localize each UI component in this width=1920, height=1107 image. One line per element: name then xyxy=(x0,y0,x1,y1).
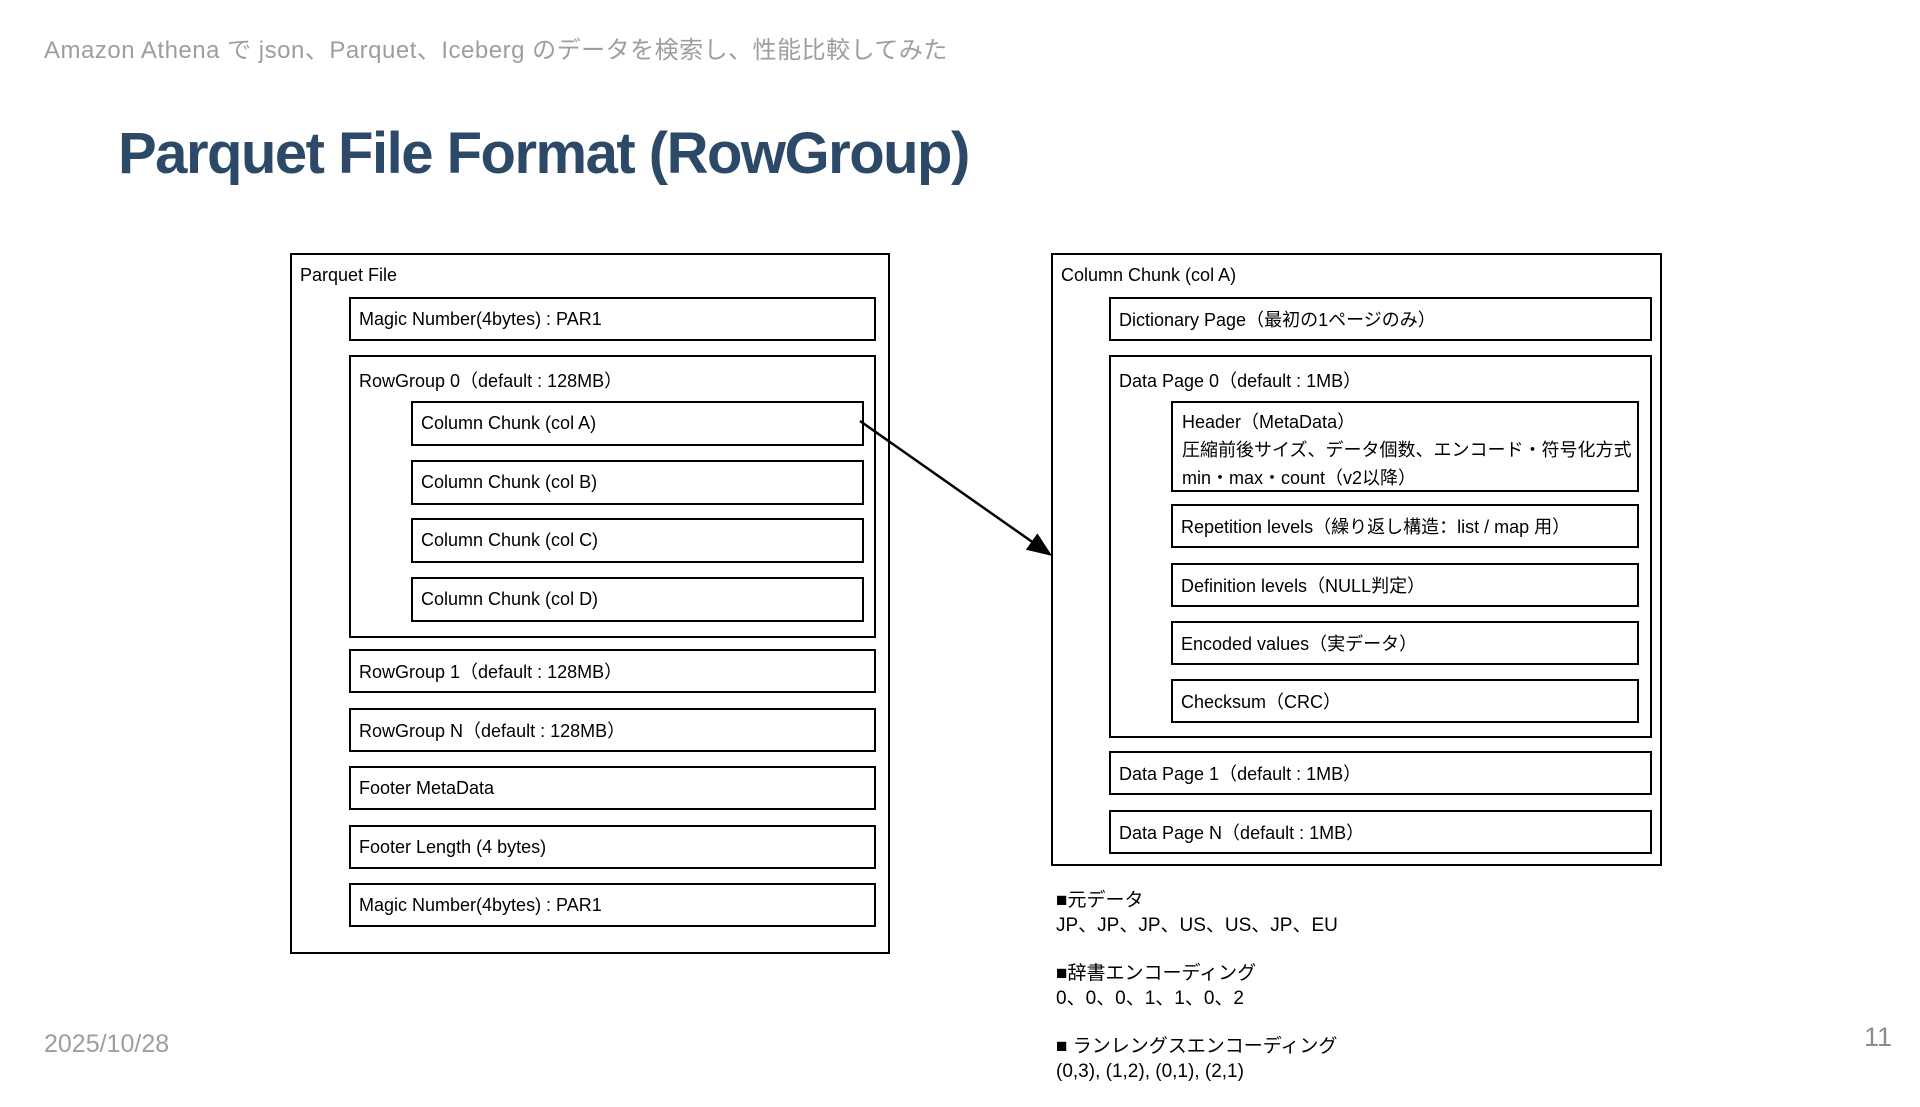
note-source-data-value: JP、JP、JP、US、US、JP、EU xyxy=(1056,915,1338,937)
dictionary-page-box: Dictionary Page（最初の1ページのみ） xyxy=(1109,297,1652,341)
parquet-file-box: Parquet File Magic Number(4bytes) : PAR1… xyxy=(290,253,890,954)
note-run-length-encoding-heading: ■ ランレングスエンコーディング xyxy=(1056,1036,1338,1058)
data-page-n-box: Data Page N（default : 1MB） xyxy=(1109,810,1652,854)
rowgroup-0-label: RowGroup 0（default : 128MB） xyxy=(359,371,623,391)
encoded-values-box: Encoded values（実データ） xyxy=(1171,621,1639,665)
parquet-file-label: Parquet File xyxy=(300,265,398,285)
slide-date: 2025/10/28 xyxy=(44,1030,170,1058)
rowgroup-0-box: RowGroup 0（default : 128MB） Column Chunk… xyxy=(349,355,876,638)
column-chunk-detail-label: Column Chunk (col A) xyxy=(1061,265,1237,285)
column-chunk-a-box: Column Chunk (col A) xyxy=(411,401,864,446)
repetition-levels-box: Repetition levels（繰り返し構造：list / map 用） xyxy=(1171,504,1639,548)
column-chunk-b-box: Column Chunk (col B) xyxy=(411,460,864,505)
page-header-line-2: 圧縮前後サイズ、データ個数、エンコード・符号化方式 xyxy=(1182,439,1632,460)
note-source-data: ■元データ JP、JP、JP、US、US、JP、EU xyxy=(1056,888,1338,938)
column-chunk-c-box: Column Chunk (col C) xyxy=(411,518,864,563)
footer-metadata-box: Footer MetaData xyxy=(349,766,876,810)
column-chunk-detail-box: Column Chunk (col A) Dictionary Page（最初の… xyxy=(1051,253,1662,866)
arrow-column-chunk-to-detail xyxy=(859,419,1053,556)
note-dictionary-encoding-value: 0、0、0、1、1、0、2 xyxy=(1056,988,1244,1010)
rowgroup-n-box: RowGroup N（default : 128MB） xyxy=(349,708,876,752)
page-title: Parquet File Format (RowGroup) xyxy=(118,121,970,186)
page-header-line-1: Header（MetaData） xyxy=(1182,412,1356,432)
data-page-1-box: Data Page 1（default : 1MB） xyxy=(1109,751,1652,795)
footer-length-box: Footer Length (4 bytes) xyxy=(349,825,876,869)
slide-header-text: Amazon Athena で json、Parquet、Iceberg のデー… xyxy=(44,37,948,64)
rowgroup-1-box: RowGroup 1（default : 128MB） xyxy=(349,649,876,693)
data-page-0-box: Data Page 0（default : 1MB） Header（MetaDa… xyxy=(1109,355,1652,738)
magic-number-bottom-box: Magic Number(4bytes) : PAR1 xyxy=(349,883,876,927)
note-source-data-heading: ■元データ xyxy=(1056,890,1144,911)
definition-levels-box: Definition levels（NULL判定） xyxy=(1171,563,1639,607)
magic-number-top-box: Magic Number(4bytes) : PAR1 xyxy=(349,297,876,341)
data-page-0-label: Data Page 0（default : 1MB） xyxy=(1119,371,1362,391)
note-dictionary-encoding-heading: ■辞書エンコーディング xyxy=(1056,963,1257,985)
slide: Amazon Athena で json、Parquet、Iceberg のデー… xyxy=(44,37,1892,1083)
note-run-length-encoding-value: (0,3), (1,2), (0,1), (2,1) xyxy=(1056,1061,1244,1083)
column-chunk-d-box: Column Chunk (col D) xyxy=(411,577,864,622)
page-header-metadata-box: Header（MetaData） 圧縮前後サイズ、データ個数、エンコード・符号化… xyxy=(1171,401,1639,492)
encoding-notes: ■元データ JP、JP、JP、US、US、JP、EU ■辞書エンコーディング 0… xyxy=(1056,888,1338,1107)
page-number: 11 xyxy=(1863,1022,1892,1052)
checksum-box: Checksum（CRC） xyxy=(1171,679,1639,723)
note-dictionary-encoding: ■辞書エンコーディング 0、0、0、1、1、0、2 xyxy=(1056,961,1338,1011)
page-header-line-3: min・max・count（v2以降） xyxy=(1182,467,1417,488)
note-run-length-encoding: ■ ランレングスエンコーディング (0,3), (1,2), (0,1), (2… xyxy=(1056,1034,1338,1084)
